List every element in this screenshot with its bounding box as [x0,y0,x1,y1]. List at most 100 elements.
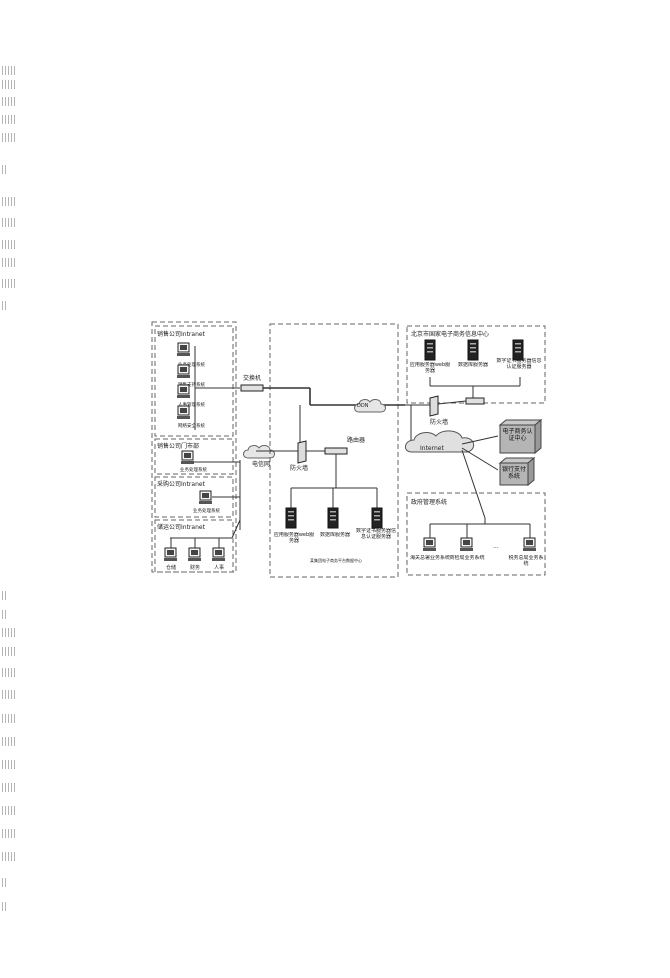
internet-label: Internet [420,445,444,452]
margin-mark [2,806,16,815]
computer-icon [459,537,474,552]
info-center-title: 北京市国家电子商务信息中心 [411,330,489,338]
link-line [461,449,486,519]
margin-mark [2,783,16,792]
margin-mark [2,115,16,124]
bank-payment-box-icon [498,456,536,487]
ddn-label: DDN [357,403,369,409]
margin-mark [2,647,16,656]
server-label-box: 数据库服务器 [457,362,488,368]
ellipsis-label: ··· [493,545,499,552]
data-center-caption: 某集团电子商务平台数据中心 [310,557,362,563]
margin-mark [2,902,8,911]
margin-mark [2,829,16,838]
computer-icon [198,490,213,505]
telecom-label: 电信网 [252,460,270,468]
server-label: 数据库服务器 [319,532,350,538]
server-label: 数字证书服务器信息认证服务器 [355,528,396,540]
server-label-box: 数字证书服务器信息认证服务器 [355,528,396,540]
bank-payment-label: 银行支付系统 [501,466,526,480]
server-label-box: 数字证书服务器信息认证服务器 [496,358,541,370]
margin-mark [2,279,16,288]
margin-mark [2,591,8,600]
router-label: 路由器 [347,436,365,444]
gov-node-label: 海关总署业务系统 [410,555,450,561]
margin-mark [2,258,16,267]
firewall-icon [297,440,307,464]
computer-icon [176,364,191,379]
gov-label-box: 税务总局业务系统 [508,555,544,567]
gov-label-box: 海关总署业务系统 [410,555,450,561]
gov-node-label: 税务总局业务系统 [508,555,544,567]
sales-intranet-box [154,325,234,437]
server-label: 应用服务器web服务器 [409,362,451,374]
margin-mark [2,690,16,699]
computer-icon [522,537,537,552]
link-line [461,447,499,471]
server-label-box: 应用服务器web服务器 [409,362,451,374]
gov-system-title: 政府管理系统 [411,498,447,506]
computer-icon [422,537,437,552]
server-icon [371,507,383,529]
gov-node-label: 商检局业务系统 [449,555,485,561]
firewall-label: 防火墙 [290,464,308,472]
margin-mark [2,714,16,723]
link-line [437,400,467,405]
computer-icon [211,547,226,562]
auth-center-box-icon [498,418,543,455]
link-line [461,435,499,445]
sales-intranet-title: 销售公司Intranet [157,330,206,338]
margin-mark [2,737,16,746]
computer-icon [187,547,202,562]
server-icon [285,507,297,529]
supply-title: 储运公司Intranet [157,523,206,531]
margin-mark [2,133,16,142]
gov-system-box [406,492,546,576]
margin-mark [2,218,16,227]
supply-box [154,519,234,573]
node-label: 人事管理系统 [178,401,205,408]
switch-icon [240,384,264,392]
margin-mark [2,165,8,174]
computer-icon [180,450,195,465]
router-icon [465,397,485,405]
firewall-icon [429,395,439,417]
server-label-box: 应用服务器web服务器 [273,532,315,544]
branch-title: 销售公司门市部 [157,442,199,450]
node-label: 业务处理系统 [178,361,205,368]
server-label: 应用服务器web服务器 [273,532,315,544]
purchase-title: 采购公司Intranet [157,480,206,488]
switch-label: 交换机 [243,374,261,382]
margin-mark [2,66,16,75]
computer-icon [163,547,178,562]
branch-box [154,438,234,475]
node-label: 人事 [214,564,224,571]
gov-label-box: 商检局业务系统 [449,555,485,561]
node-label: 仓储 [166,564,176,571]
margin-mark [2,80,16,89]
system-label-box: 电子商务认证中心 [502,428,533,442]
auth-center-label: 电子商务认证中心 [502,428,533,442]
node-label: 销售支持系统 [178,381,205,388]
server-icon [327,507,339,529]
margin-mark [2,610,8,619]
internet-cloud-icon [405,430,475,453]
computer-icon [176,384,191,399]
margin-mark [2,628,16,637]
server-icon [424,339,436,361]
margin-mark [2,197,16,206]
node-label: 网络安全系统 [178,422,205,429]
node-label: 业务处理系统 [193,507,220,514]
server-label-box: 数据库服务器 [319,532,350,538]
margin-mark [2,240,16,249]
margin-mark [2,668,16,677]
supply-link [231,519,241,539]
server-icon [467,339,479,361]
node-label: 业务处理系统 [180,466,207,473]
server-label: 数据库服务器 [457,362,488,368]
margin-mark [2,852,16,861]
margin-mark [2,760,16,769]
margin-mark [2,97,16,106]
router-icon [324,447,348,455]
